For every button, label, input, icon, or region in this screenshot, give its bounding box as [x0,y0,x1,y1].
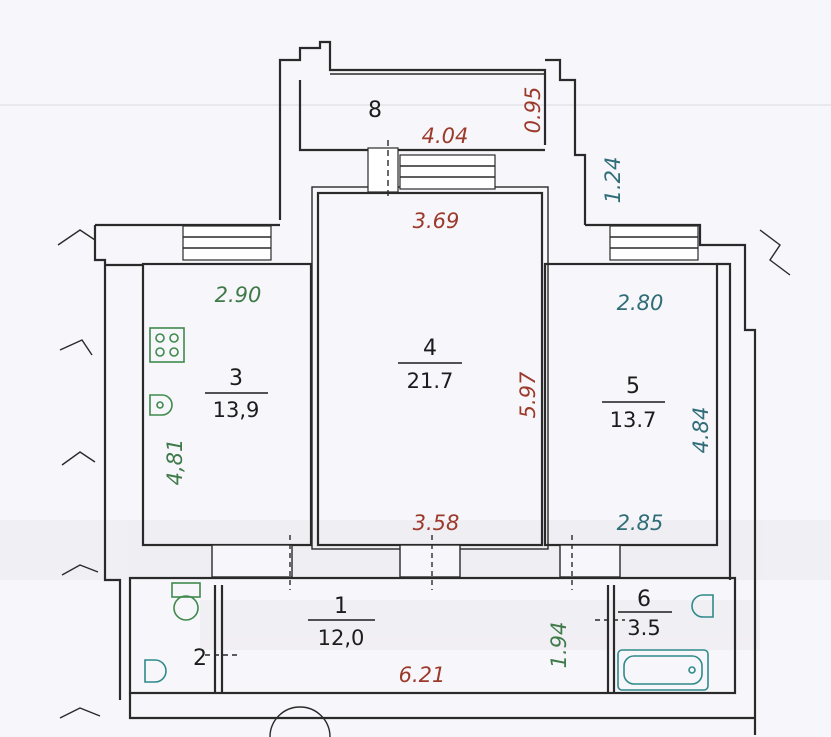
room-5-number: 5 [626,374,640,399]
room-1-area: 12,0 [318,626,365,650]
dim-balcony-width: 4.04 [422,124,469,148]
dimension-labels: 4.04 0.95 1.24 3.69 3.58 5.97 2.90 4,81 … [163,87,713,687]
bathtub-icon [617,649,709,691]
dim-balcony-side: 1.24 [601,157,625,204]
room-labels: 8 3 13,9 4 21.7 5 13.7 1 12,0 2 6 3.5 [193,98,661,671]
room-3-number: 3 [229,366,243,391]
dim-room-5-bottom: 2.85 [617,511,664,535]
dim-room-3-side: 4,81 [163,439,187,486]
area-fraction-lines [205,362,672,621]
room-6-number: 6 [637,587,651,612]
room-4-number: 4 [423,336,437,361]
sink-icon [691,594,714,618]
room-4-area: 21.7 [407,369,454,393]
dim-balcony-depth: 0.95 [521,87,545,134]
door-room-5 [559,544,621,578]
dim-hall-width: 1.94 [547,622,571,669]
dim-room-4-bottom: 3.58 [413,511,460,535]
entrance-door-arc [269,706,331,737]
room-8-number: 8 [368,98,382,123]
toilet-icon [171,582,201,621]
room-2-number: 2 [193,646,207,671]
balcony-door [367,147,399,193]
room-5-area: 13.7 [610,408,657,432]
door-room-3 [211,544,293,578]
dim-room-5-side: 4.84 [689,407,713,454]
dim-room-5-top: 2.80 [617,291,664,315]
room-6-area: 3.5 [627,616,660,640]
dim-room-4-top: 3.69 [413,209,460,233]
sink-icon [144,659,167,683]
sink-icon [149,394,173,416]
dim-hall-length: 6.21 [399,663,446,687]
door-room-4 [399,544,461,578]
windows [182,140,699,261]
window-room-5 [609,225,699,261]
dim-room-3-top: 2.90 [215,283,262,307]
window-room-4 [399,154,496,190]
dim-room-4-side: 5.97 [516,371,540,418]
stove-icon [149,327,185,363]
room-1-number: 1 [334,594,348,619]
fixtures [144,327,714,691]
doors [205,535,625,737]
background-bleed [0,104,831,650]
room-3-area: 13,9 [213,398,260,422]
window-room-3 [182,225,272,261]
